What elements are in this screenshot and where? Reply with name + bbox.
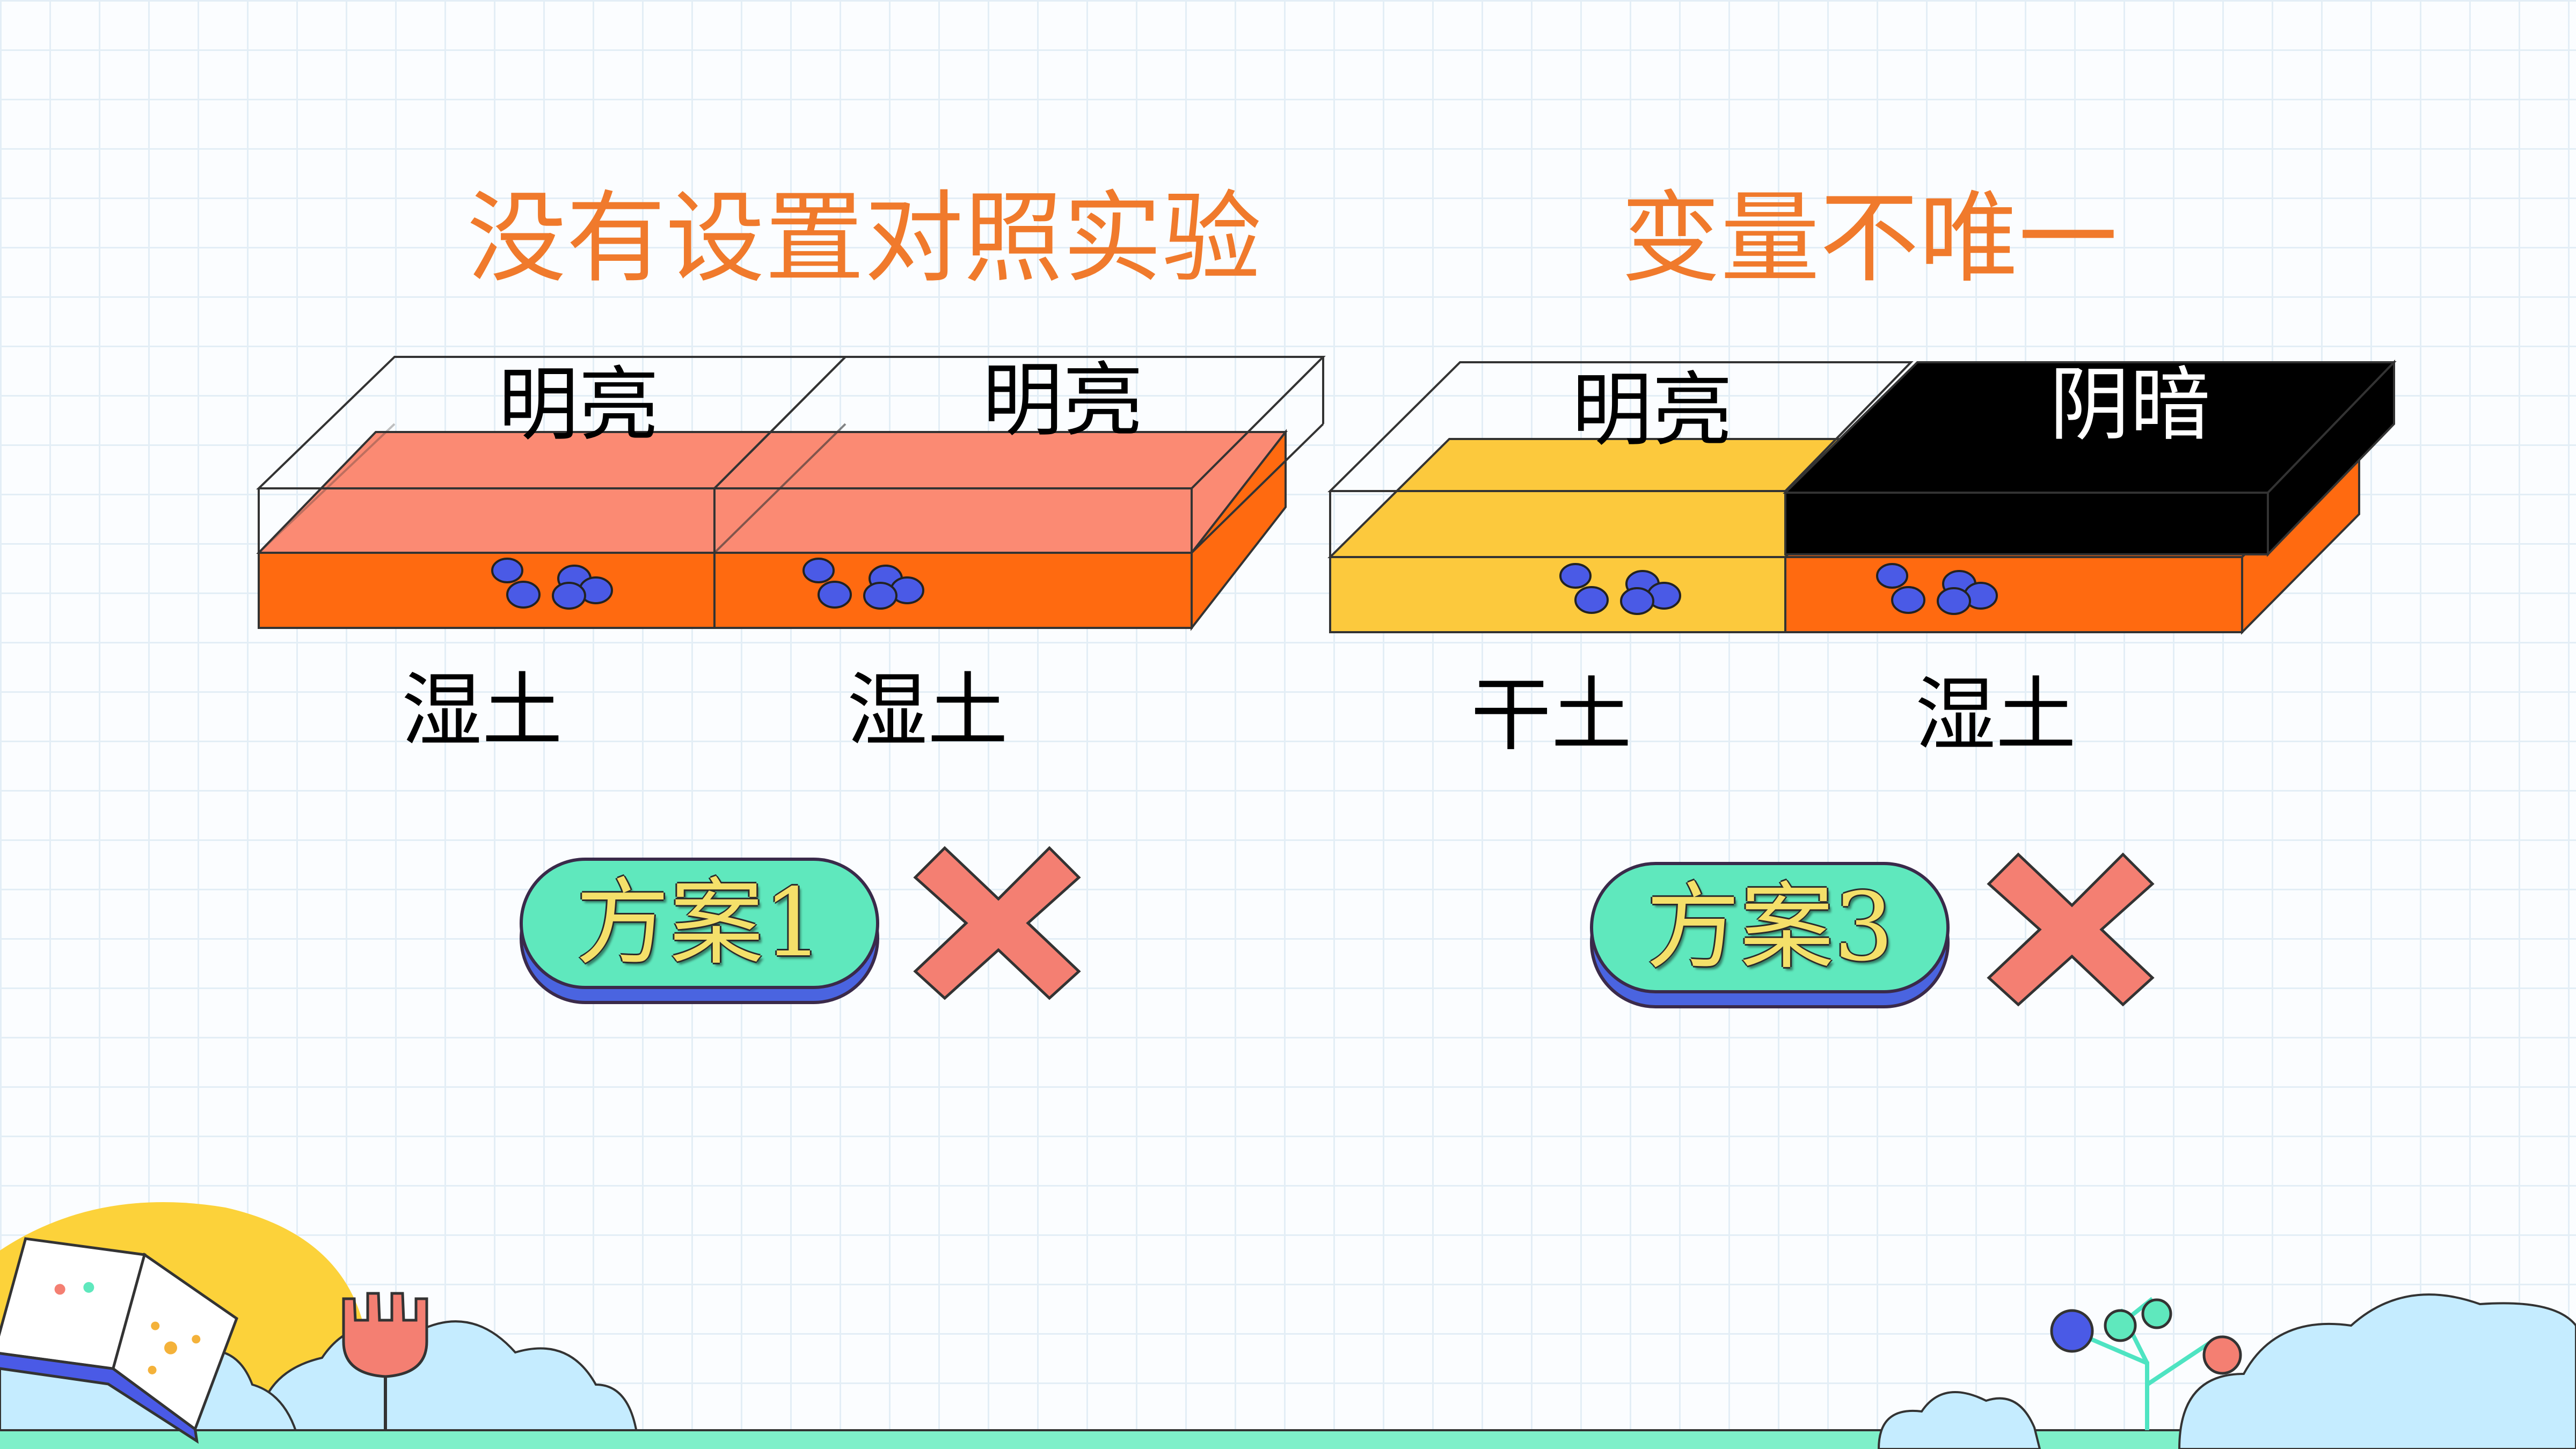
right-title: 变量不唯一 [1621, 180, 2118, 296]
left-soil2-label: 湿土 [847, 664, 1009, 758]
left-box2-light-label: 明亮 [982, 354, 1144, 448]
right-soil2-label: 湿土 [1915, 669, 2077, 762]
plan-3-button[interactable]: 方案3 [1590, 862, 1950, 1008]
right-boxes-illustration [1327, 360, 2397, 635]
right-dry-soil-front [1329, 556, 1786, 633]
insect-icon [802, 558, 924, 610]
plan-1-button[interactable]: 方案1 [520, 858, 879, 1004]
right-soil1-label: 干土 [1471, 669, 1632, 762]
insect-icon [491, 558, 613, 610]
right-box1-light-label: 明亮 [1572, 364, 1733, 457]
plan-3-label: 方案3 [1646, 873, 1894, 982]
left-soil-front [258, 552, 1193, 629]
balloon-tree-icon [2050, 1297, 2242, 1430]
right-dark-cover-front [1784, 492, 2269, 555]
left-title: 没有设置对照实验 [467, 180, 1261, 296]
cross-icon [1987, 852, 2155, 1007]
cross-icon [913, 846, 1081, 1000]
insect-icon [1876, 563, 1998, 615]
left-box1-light-label: 明亮 [498, 358, 660, 452]
left-soil1-label: 湿土 [402, 664, 563, 758]
plan-1-label: 方案1 [575, 869, 823, 978]
right-wet-soil-front [1784, 556, 2243, 633]
book-icon [0, 1237, 238, 1444]
bottom-decoration [0, 1202, 2576, 1449]
right-box2-dark-label: 阴暗 [2049, 358, 2211, 452]
left-soil-top [256, 431, 1288, 554]
flower-icon [342, 1292, 428, 1430]
left-boxes-illustration [256, 356, 1326, 631]
insect-icon [1559, 563, 1681, 615]
left-soil-side [1191, 429, 1287, 631]
